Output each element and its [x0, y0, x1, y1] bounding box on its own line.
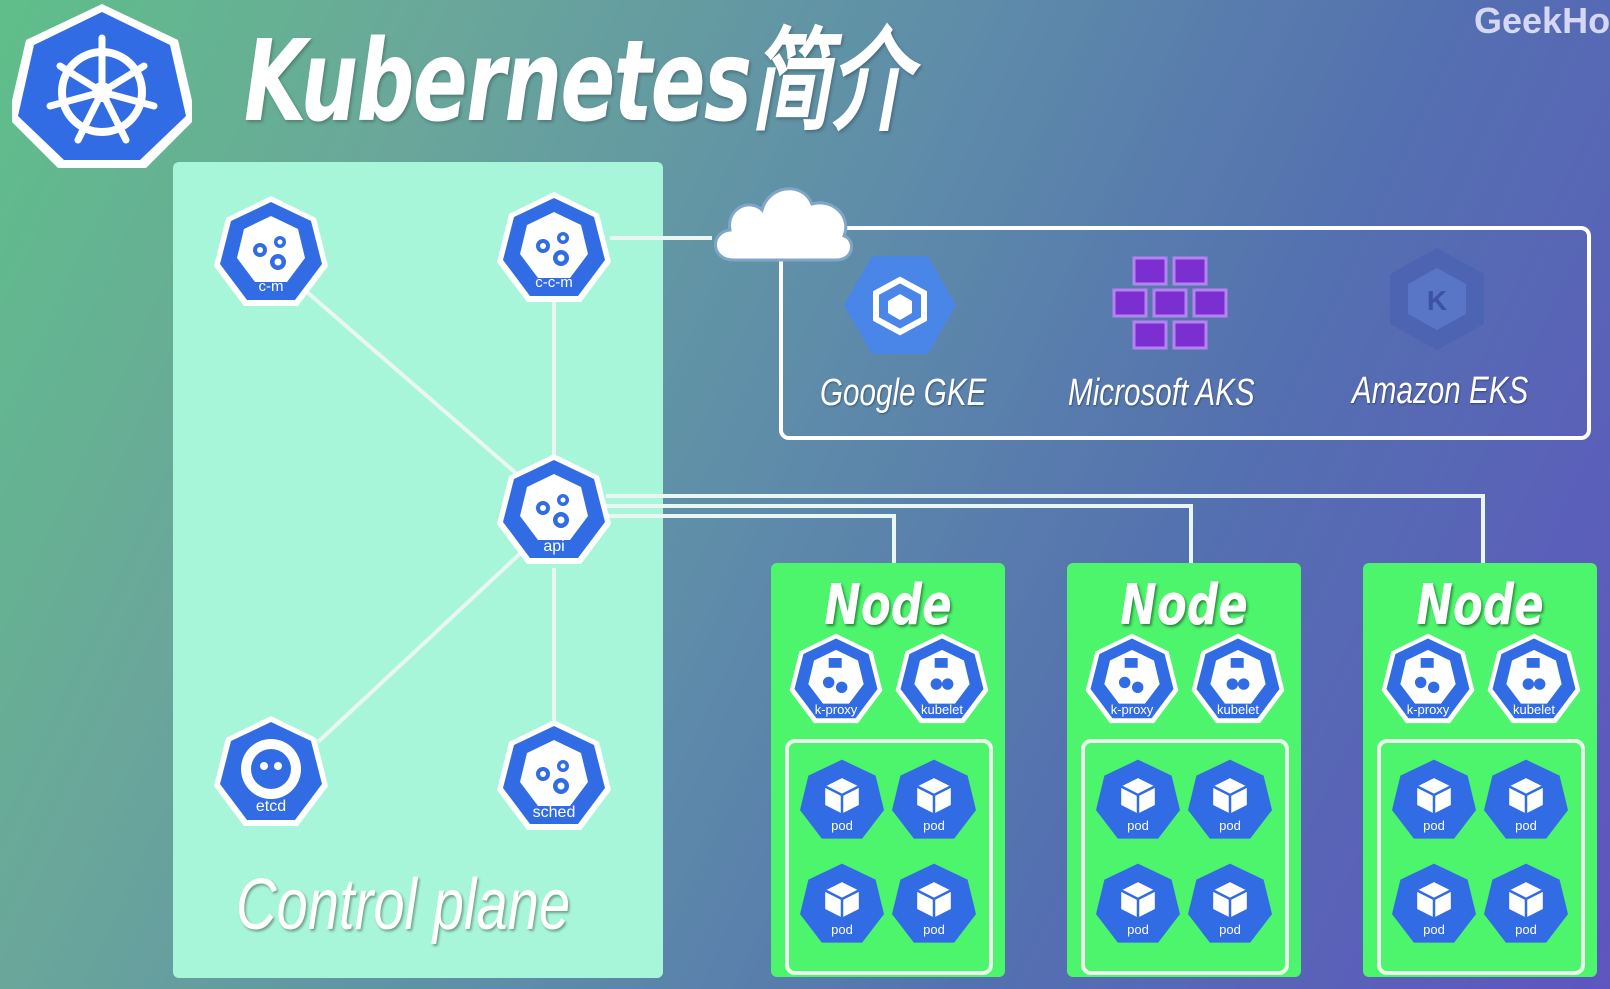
- provider-amazon-eks: Amazon EKS: [1352, 370, 1529, 412]
- pod: pod: [1392, 862, 1476, 946]
- google-gke-icon: [844, 256, 956, 354]
- component-label: api: [543, 538, 565, 555]
- page-title: Kubernetes简介: [244, 17, 910, 147]
- pod-label: pod: [1515, 922, 1537, 937]
- node-label: Node: [824, 573, 952, 638]
- cloud-controller-manager-icon: [497, 192, 611, 302]
- pod: pod: [1392, 758, 1476, 842]
- node-label: Node: [1120, 573, 1248, 638]
- k-proxy-icon: [1381, 633, 1475, 724]
- component-label: sched: [532, 804, 576, 821]
- kubelet-icon: [1191, 633, 1285, 724]
- pod-label: pod: [831, 922, 853, 937]
- pod: pod: [1484, 862, 1568, 946]
- pod-icon: [800, 863, 884, 943]
- pod: pod: [800, 758, 884, 842]
- line-api-node2: [606, 504, 1193, 563]
- pod-group: [1377, 739, 1585, 975]
- pod-label: pod: [831, 818, 853, 833]
- pod: pod: [1484, 758, 1568, 842]
- pod-label: pod: [1423, 922, 1445, 937]
- pod-icon: [800, 759, 884, 839]
- pod-label: pod: [1127, 922, 1149, 937]
- pod: pod: [1188, 758, 1272, 842]
- pod-label: pod: [923, 922, 945, 937]
- kubelet-component: kubelet: [894, 632, 990, 728]
- etcd-component: etcd: [212, 714, 330, 832]
- etcd-icon: [214, 716, 328, 826]
- line-cm-api: [298, 284, 542, 496]
- api-component: api: [495, 452, 613, 570]
- pod: pod: [892, 862, 976, 946]
- pod-icon: [1096, 759, 1180, 839]
- pod-icon: [1392, 863, 1476, 943]
- sched-component: sched: [495, 718, 613, 836]
- c-c-m-component: c-c-m: [495, 190, 613, 308]
- kubelet-icon: [1487, 633, 1581, 724]
- pod-label: pod: [1515, 818, 1537, 833]
- pod-icon: [1188, 759, 1272, 839]
- node-label: Node: [1416, 573, 1544, 638]
- line-api-node1: [606, 514, 896, 563]
- pod: pod: [800, 862, 884, 946]
- pod-label: pod: [1423, 818, 1445, 833]
- kubelet-icon: [895, 633, 989, 724]
- pod-icon: [892, 759, 976, 839]
- k-proxy-component: k-proxy: [788, 632, 884, 728]
- pod-icon: [1484, 863, 1568, 943]
- pod-icon: [1484, 759, 1568, 839]
- pod-icon: [1392, 759, 1476, 839]
- scheduler-icon: [497, 720, 611, 830]
- kubelet-component: kubelet: [1190, 632, 1286, 728]
- pod-icon: [1188, 863, 1272, 943]
- k-proxy-icon: [1085, 633, 1179, 724]
- provider-google-gke: Google GKE: [820, 372, 987, 414]
- control-plane-label: Control plane: [236, 865, 571, 945]
- k-proxy-component: k-proxy: [1380, 632, 1476, 728]
- controller-manager-icon: [214, 196, 328, 306]
- component-label: k-proxy: [1110, 702, 1154, 717]
- pod: pod: [892, 758, 976, 842]
- pod-group: [1081, 739, 1289, 975]
- component-label: etcd: [255, 798, 287, 815]
- component-label: kubelet: [1217, 702, 1259, 717]
- managed-providers-box: [779, 226, 1591, 440]
- line-etcd-api: [316, 548, 526, 744]
- component-label: c-m: [258, 278, 284, 295]
- microsoft-aks-icon: [1112, 256, 1228, 350]
- component-label: c-c-m: [535, 274, 573, 291]
- c-m-component: c-m: [212, 194, 330, 312]
- pod-icon: [1096, 863, 1180, 943]
- pod-group: [785, 739, 993, 975]
- cloud-icon: [714, 187, 853, 262]
- k-proxy-component: k-proxy: [1084, 632, 1180, 728]
- svg-text:K: K: [1427, 285, 1447, 316]
- line-api-node3: [606, 494, 1485, 563]
- component-label: k-proxy: [1406, 702, 1450, 717]
- pod-label: pod: [1219, 922, 1241, 937]
- amazon-eks-icon: K: [1390, 248, 1484, 350]
- pod: pod: [1188, 862, 1272, 946]
- pod-icon: [892, 863, 976, 943]
- component-label: kubelet: [921, 702, 963, 717]
- component-label: kubelet: [1513, 702, 1555, 717]
- component-label: k-proxy: [814, 702, 858, 717]
- pod: pod: [1096, 758, 1180, 842]
- watermark: GeekHo: [1474, 0, 1610, 41]
- pod-label: pod: [1127, 818, 1149, 833]
- pod: pod: [1096, 862, 1180, 946]
- pod-label: pod: [923, 818, 945, 833]
- kubernetes-logo-icon: [12, 4, 192, 168]
- provider-microsoft-aks: Microsoft AKS: [1068, 372, 1255, 414]
- kubelet-component: kubelet: [1486, 632, 1582, 728]
- k-proxy-icon: [789, 633, 883, 724]
- pod-label: pod: [1219, 818, 1241, 833]
- api-server-icon: [497, 454, 611, 564]
